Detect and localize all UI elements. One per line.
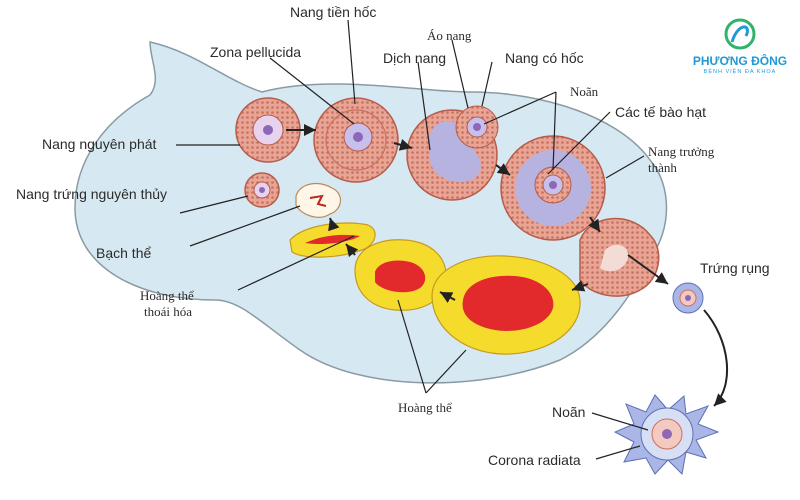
label-nang-truong-thanh-line1: Nang trưởng bbox=[648, 144, 715, 159]
label-cac-te-bao-hat: Các tế bào hạt bbox=[615, 104, 707, 120]
label-nang-nguyen-phat: Nang nguyên phát bbox=[42, 136, 157, 152]
developing-corpus-luteum bbox=[354, 239, 447, 311]
label-ao-nang: Áo nang bbox=[427, 28, 472, 43]
corona-radiata-oocyte bbox=[613, 394, 720, 476]
label-hoang-the: Hoàng thể bbox=[398, 400, 452, 415]
label-zona-pellucida: Zona pellucida bbox=[210, 44, 302, 60]
label-dich-nang: Dịch nang bbox=[383, 50, 447, 66]
label-nang-truong-thanh-line2: thành bbox=[648, 160, 677, 175]
brand-name: PHƯƠNG ĐÔNG bbox=[692, 54, 788, 68]
corpus-luteum bbox=[431, 255, 581, 355]
label-trung-rung: Trứng rụng bbox=[700, 260, 770, 276]
brand-subtitle: BỆNH VIỆN ĐA KHOA bbox=[703, 69, 777, 75]
antral-follicle bbox=[406, 105, 499, 201]
label-hoang-the-thoai-hoa-line1: Hoàng thể bbox=[140, 288, 194, 303]
corpus-albicans bbox=[295, 182, 341, 218]
label-nang-trung-nguyen-thuy: Nang trứng nguyên thủy bbox=[16, 186, 168, 202]
primordial-follicle bbox=[244, 172, 280, 208]
label-nang-co-hoc: Nang có hốc bbox=[505, 50, 584, 66]
label-bach-the: Bạch thể bbox=[96, 245, 152, 261]
label-noan-top: Noãn bbox=[570, 84, 599, 99]
preantral-follicle bbox=[313, 97, 399, 183]
phuong-dong-logo-icon bbox=[724, 18, 756, 50]
label-corona-radiata: Corona radiata bbox=[488, 452, 581, 468]
label-noan-bottom: Noãn bbox=[552, 404, 586, 420]
label-hoang-the-thoai-hoa-line2: thoái hóa bbox=[144, 304, 193, 319]
released-oocyte bbox=[672, 282, 704, 314]
ruptured-follicle bbox=[579, 218, 660, 297]
brand-logo: PHƯƠNG ĐÔNG BỆNH VIỆN ĐA KHOA bbox=[690, 14, 790, 80]
label-nang-tien-hoc: Nang tiền hốc bbox=[290, 4, 377, 20]
mature-follicle bbox=[500, 135, 606, 241]
